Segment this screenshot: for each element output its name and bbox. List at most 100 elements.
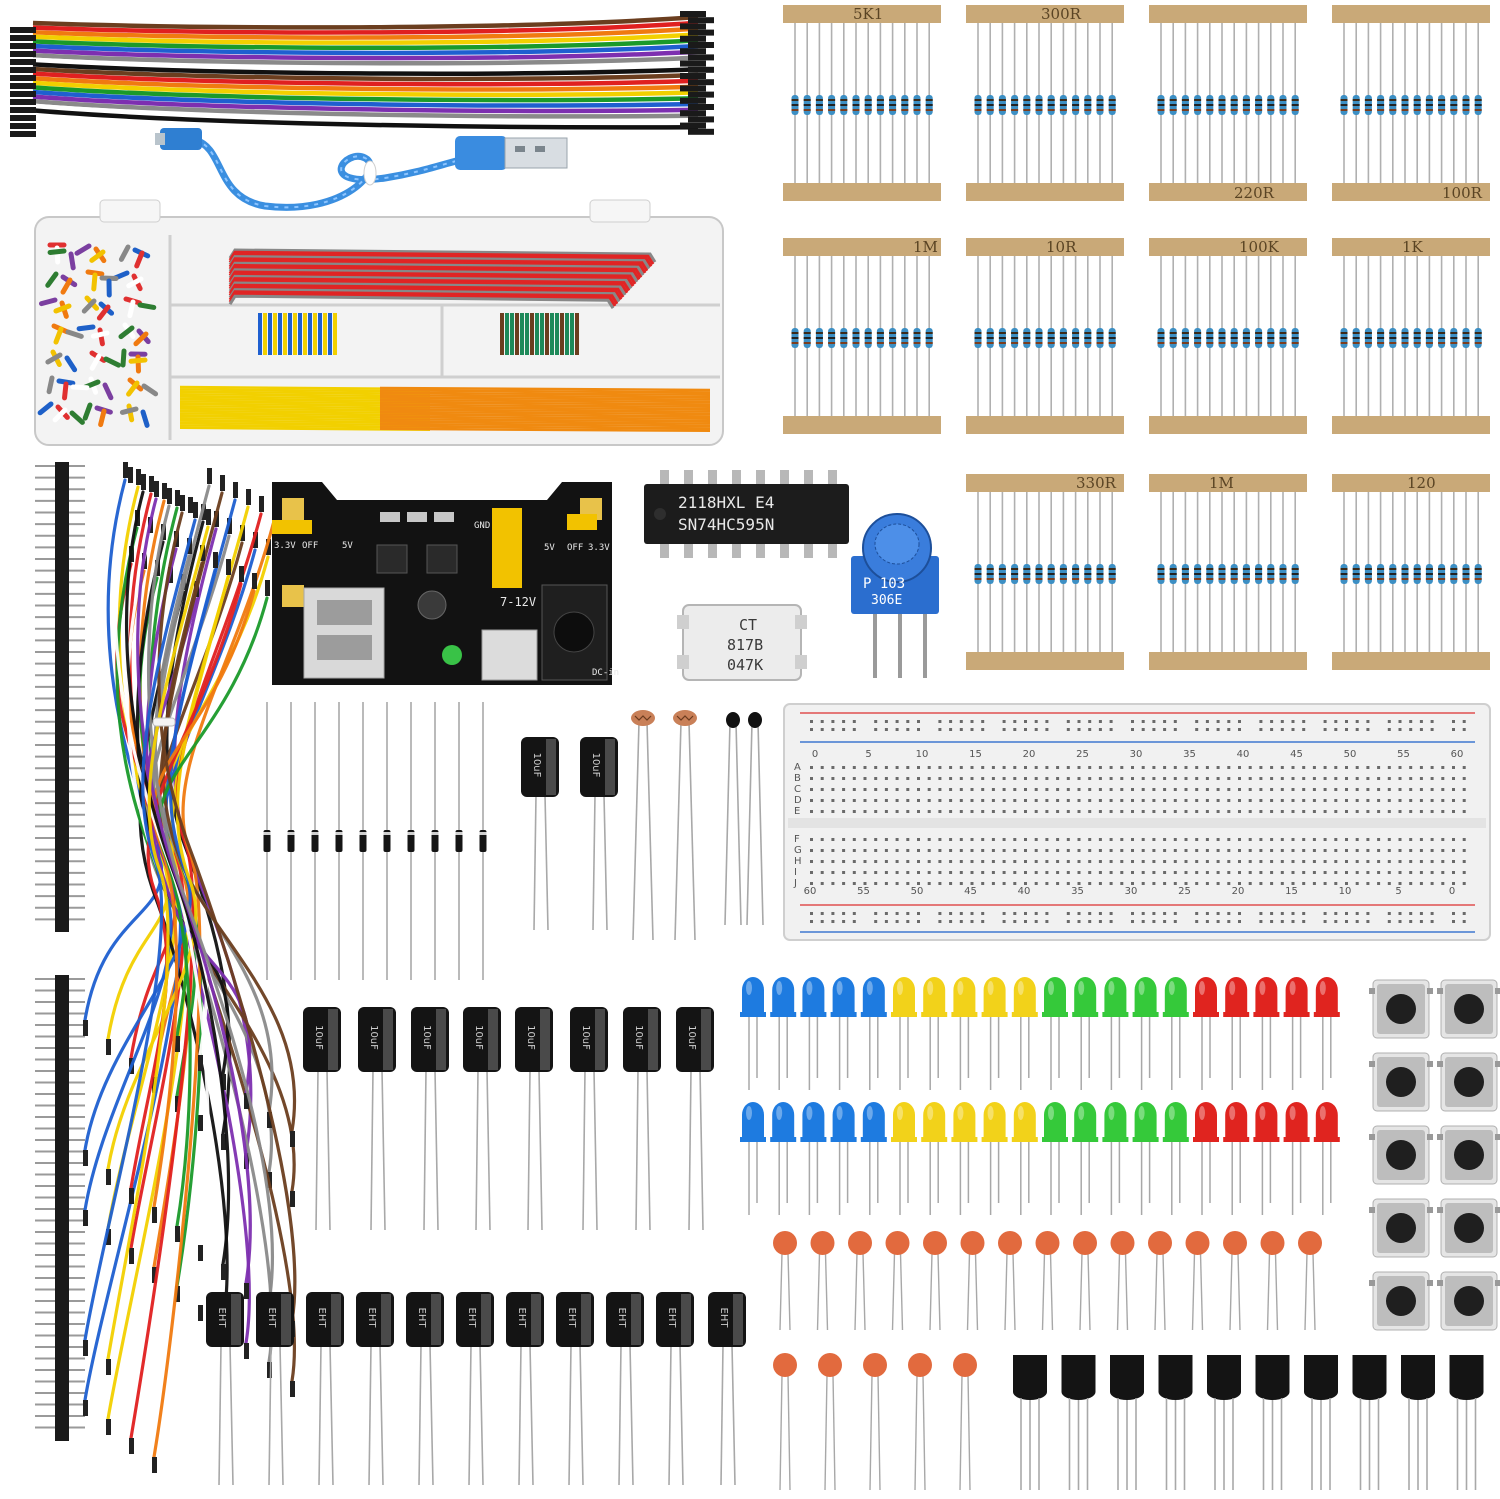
cap-value-label: EHT [266, 1308, 277, 1329]
ribbon-wires [10, 11, 714, 137]
breadboard-row-letter: I [794, 867, 797, 878]
breadboard-top-number: 20 [1023, 749, 1036, 760]
electrolytic-capacitor: 10uF [676, 1007, 714, 1231]
breadboard-bottom-number: 50 [911, 886, 924, 897]
jumper-wire-bundle [83, 462, 297, 1473]
breadboard-top-number: 40 [1237, 749, 1250, 760]
label-5v-right: 5V [544, 543, 555, 553]
breadboard-bottom-number: 60 [804, 886, 817, 897]
resistor-tape-label: 10R [1046, 238, 1077, 256]
cap-value-label: EHT [316, 1308, 327, 1329]
cap-value-label: EHT [216, 1308, 227, 1329]
label-off-right: OFF [567, 543, 583, 553]
electrolytic-capacitor: 10uF [521, 737, 559, 931]
electrolytic-capacitor: 10uF [358, 1007, 396, 1231]
breadboard-bottom-number: 0 [1449, 886, 1455, 897]
breadboard-bottom-number: 45 [964, 886, 977, 897]
cap-value-label: EHT [666, 1308, 677, 1329]
label-7-12v: 7-12V [500, 595, 536, 609]
label-3v3-left: 3.3V [274, 541, 296, 551]
transistors [1013, 1355, 1484, 1490]
opto-line1: CT [739, 616, 757, 634]
electrolytic-capacitor: EHT [206, 1292, 244, 1486]
resistor-tape-label: 100K [1239, 238, 1280, 256]
breadboard-top-number: 30 [1130, 749, 1143, 760]
diodes [263, 702, 487, 980]
breadboard-top-number: 45 [1290, 749, 1303, 760]
resistor-tape: 300R [966, 5, 1124, 201]
cap-value-label: 10uF [473, 1025, 484, 1050]
photoresistors-thermistors [631, 710, 764, 941]
electrolytic-capacitor: EHT [356, 1292, 394, 1486]
cap-value-label: 10uF [531, 753, 542, 778]
breadboard-bottom-number: 55 [857, 886, 870, 897]
electrolytic-capacitor: 10uF [515, 1007, 553, 1231]
breadboard-top-number: 10 [916, 749, 929, 760]
resistor-tape-label: 100R [1442, 184, 1483, 202]
breadboard-row-letter: C [794, 784, 801, 795]
cap-value-label: 10uF [525, 1025, 536, 1050]
breadboard-row-letter: E [794, 806, 800, 817]
breadboard-row-letter: D [794, 795, 802, 806]
resistor-tape: 100R [1332, 5, 1490, 202]
resistor-tape: 5K1 [783, 5, 941, 201]
usb-cable [155, 128, 568, 211]
cap-value-label: 10uF [633, 1025, 644, 1050]
resistor-tape: 330R [966, 474, 1124, 670]
electrolytic-capacitor: EHT [506, 1292, 544, 1486]
resistor-tape-label: 120 [1407, 474, 1436, 492]
electrolytic-capacitor: EHT [406, 1292, 444, 1486]
electrolytic-capacitor: 10uF [623, 1007, 661, 1231]
electrolytic-capacitor: EHT [606, 1292, 644, 1486]
cap-value-label: 10uF [421, 1025, 432, 1050]
ic-label-line2: SN74HC595N [678, 515, 774, 534]
breadboard-row-letter: H [794, 856, 802, 867]
breadboard-row-letter: B [794, 773, 801, 784]
electrolytic-capacitor: EHT [708, 1292, 746, 1486]
breadboard-top-number: 0 [812, 749, 818, 760]
ceramic-capacitors [773, 1231, 1322, 1491]
electrolytic-capacitor: 10uF [580, 737, 618, 931]
pin-header-top [35, 462, 85, 932]
pot-line2: 306E [871, 593, 902, 608]
breadboard-bottom-number: 10 [1339, 886, 1352, 897]
breadboard-row-letter: A [794, 762, 801, 773]
resistor-tape: 1K [1332, 238, 1490, 434]
resistor-tape: 1M [783, 238, 941, 434]
cap-value-label: 10uF [590, 753, 601, 778]
label-off-left: OFF [302, 541, 318, 551]
electrolytic-capacitor: EHT [456, 1292, 494, 1486]
jumper-wire-box [34, 199, 724, 446]
resistor-tape: 120 [1332, 474, 1490, 670]
ic-chip-74hc595: 2118HXL E4 SN74HC595N [644, 470, 849, 558]
label-3v3-right: 3.3V [588, 543, 610, 553]
resistor-tape: 10R [966, 238, 1124, 434]
breadboard-bottom-number: 35 [1071, 886, 1084, 897]
breadboard-bottom-number: 25 [1178, 886, 1191, 897]
tactile-push-buttons [1369, 979, 1500, 1331]
resistor-tape-label: 5K1 [853, 5, 883, 23]
cap-value-label: EHT [616, 1308, 627, 1329]
breadboard-row-letter: F [794, 834, 800, 845]
pot-line1: P 103 [863, 576, 905, 592]
opto-line2: 817B [727, 636, 763, 654]
breadboard-top-number: 60 [1451, 749, 1464, 760]
breadboard-bottom-number: 30 [1125, 886, 1138, 897]
cap-value-label: EHT [366, 1308, 377, 1329]
resistor-tape-label: 330R [1076, 474, 1117, 492]
label-dc-in: DC-in [592, 668, 619, 678]
breadboard-top-number: 50 [1344, 749, 1357, 760]
cap-value-label: EHT [516, 1308, 527, 1329]
resistor-tape-label: 220R [1234, 184, 1275, 202]
breadboard-row-letter: J [793, 878, 797, 889]
cap-value-label: EHT [416, 1308, 427, 1329]
breadboard-bottom-number: 40 [1018, 886, 1031, 897]
electrolytic-capacitor: 10uF [463, 1007, 501, 1231]
breadboard-top-number: 25 [1076, 749, 1089, 760]
breadboard-bottom-number: 15 [1285, 886, 1298, 897]
electrolytic-capacitor: 10uF [303, 1007, 341, 1231]
resistor-tape-label: 1K [1402, 238, 1424, 256]
breadboard-power-module: 3.3V OFF 5V 5V OFF 3.3V GND 7-12V DC-in [272, 482, 619, 685]
resistor-tape-label: 1M [913, 238, 938, 256]
